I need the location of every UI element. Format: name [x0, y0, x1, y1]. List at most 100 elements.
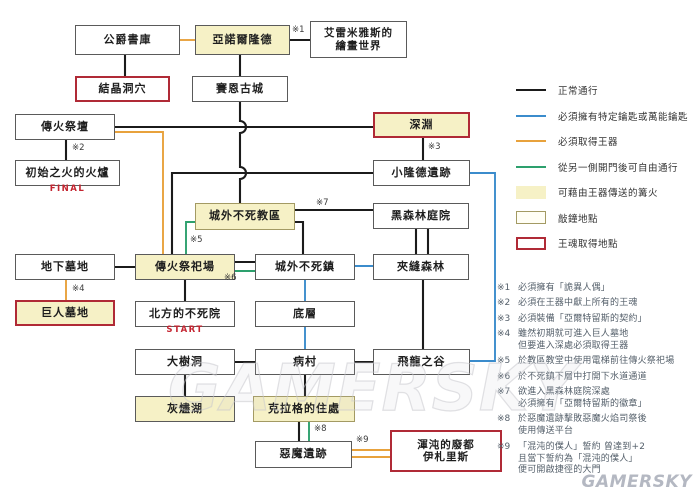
footnote-text: 於不死鎮下層中打開下水道通道 — [518, 371, 647, 382]
node-crystal-cave: 結晶洞穴 — [75, 76, 170, 102]
node-ash-lake: 灰燼湖 — [135, 396, 235, 422]
node-label: 病村 — [293, 354, 317, 368]
node-label: 底層 — [293, 306, 317, 320]
legend-label: 必須擁有特定鑰匙或萬能鑰匙 — [558, 111, 689, 123]
footnote-text: 必須裝備「亞爾特留斯的契約」 — [518, 313, 647, 324]
footnote-text: 雖然初期就可進入巨人墓地 但要進入深處必須取得王器 — [518, 329, 629, 351]
node-lost-izalith: 渾沌的廢都 伊札里斯 — [390, 430, 502, 472]
footnote-8: ※8 於惡魔遺跡擊敗惡魔火焰司祭後 使用傳送平台 — [497, 414, 699, 438]
node-label: 城外不死鎮 — [275, 259, 335, 273]
warp-fill-swatch — [516, 185, 546, 199]
node-label: 黑森林庭院 — [391, 208, 451, 222]
footnote-6: ※6 於不死鎮下層中打開下水道通道 — [497, 372, 699, 384]
node-label: 艾雷米雅斯的 繪畫世界 — [324, 27, 393, 52]
legend-label: 從另一側開門後可自由通行 — [558, 162, 679, 174]
legend-item-bell: 敲鐘地點 — [516, 210, 688, 226]
start-label: START — [166, 325, 204, 335]
node-undead-asylum: 北方的不死院 START — [135, 301, 235, 334]
node-label: 夾縫森林 — [397, 259, 445, 273]
node-label: 傳火祭祀場 — [155, 259, 215, 273]
node-lower-burg: 底層 — [255, 301, 355, 327]
node-label: 克拉格的住處 — [268, 401, 340, 415]
node-great-hollow: 大樹洞 — [135, 349, 235, 375]
legend-label: 必須取得王器 — [558, 137, 619, 148]
node-dukes-archives: 公爵書庫 — [75, 25, 180, 55]
footnote-3: ※3 必須裝備「亞爾特留斯的契約」 — [497, 314, 699, 326]
node-label: 小隆德遺跡 — [391, 165, 452, 179]
legend-label: 正常通行 — [558, 86, 599, 97]
node-painted-world: 艾雷米雅斯的 繪畫世界 — [310, 21, 407, 58]
legend-item-normal: 正常通行 — [516, 82, 688, 98]
footnote-5: ※5 於教區教堂中使用電梯前往傳火祭祀場 — [497, 356, 699, 368]
oneway-line-swatch — [516, 165, 546, 168]
node-anor-londo: 亞諾爾隆德 — [195, 25, 290, 55]
legend-label: 可藉由王器傳送的篝火 — [558, 188, 659, 199]
footnote-marker: ※8 — [497, 414, 511, 425]
footnote-text: 欲進入黑森林庭院深處 必須擁有「亞爾特留斯的徽章」 — [518, 387, 647, 409]
node-demon-ruins: 惡魔遺跡 — [255, 441, 352, 468]
node-label: 傳火祭壇 — [41, 119, 89, 133]
node-darkroot-garden: 黑森林庭院 — [373, 203, 469, 229]
node-label: 北方的不死院 — [149, 306, 221, 320]
node-label: 巨人墓地 — [41, 305, 89, 319]
node-firelink-altar: 傳火祭壇 — [15, 114, 115, 140]
footnote-marker: ※6 — [497, 371, 511, 382]
edge-marker-8: ※8 — [314, 424, 327, 434]
edge-sens-parish — [238, 102, 248, 203]
edge-marker-4: ※4 — [72, 284, 85, 294]
node-label: 賽恩古城 — [216, 81, 264, 95]
legend-item-warp-bonfire: 可藉由王器傳送的篝火 — [516, 184, 688, 200]
bell-box-swatch — [516, 211, 546, 224]
node-firelink-shrine: 傳火祭祀場 — [135, 254, 235, 280]
footnote-9: ※9 「混沌的僕人」誓約 曾達到+2 且當下誓約為「混沌的僕人」 便可開啟捷徑的… — [497, 442, 699, 478]
edge-marker-3: ※3 — [428, 142, 441, 152]
key-line-swatch — [516, 114, 546, 117]
node-valley-of-drakes: 飛龍之谷 — [373, 349, 470, 375]
legend-item-key: 必須擁有特定鑰匙或萬能鑰匙 — [516, 108, 688, 124]
edge-marker-9: ※9 — [356, 435, 369, 445]
legend-item-oneway-door: 從另一側開門後可自由通行 — [516, 159, 688, 175]
node-quelaag-domain: 克拉格的住處 — [253, 396, 355, 422]
node-label: 地下墓地 — [41, 259, 89, 273]
node-label: 深淵 — [409, 117, 434, 131]
footnote-text: 必須擁有「詭異人偶」 — [518, 283, 611, 293]
node-label: 渾沌的廢都 伊札里斯 — [417, 438, 475, 463]
footnote-7: ※7 欲進入黑森林庭院深處 必須擁有「亞爾特留斯的徽章」 — [497, 387, 699, 411]
node-new-londo: 小隆德遺跡 — [373, 160, 470, 186]
footnote-4: ※4 雖然初期就可進入巨人墓地 但要進入深處必須取得王器 — [497, 329, 699, 353]
node-label: 大樹洞 — [167, 354, 203, 368]
edge-parish-burg — [295, 220, 305, 254]
lordvessel-line-swatch — [516, 140, 546, 142]
node-undead-burg: 城外不死鎮 — [255, 254, 355, 280]
legend: 正常通行 必須擁有特定鑰匙或萬能鑰匙 必須取得王器 從另一側開門後可自由通行 可… — [516, 82, 688, 261]
edge-newlondo-shrine — [170, 171, 373, 254]
node-sens-fortress: 賽恩古城 — [192, 76, 288, 102]
legend-label: 敲鐘地點 — [558, 213, 599, 225]
footnote-text: 必須在王器中獻上所有的王魂 — [518, 298, 638, 309]
node-catacombs: 地下墓地 — [15, 254, 115, 280]
node-undead-parish: 城外不死教區 — [195, 203, 295, 230]
node-label: 灰燼湖 — [167, 401, 203, 415]
footnote-text: 於教區教堂中使用電梯前往傳火祭祀場 — [518, 356, 675, 367]
node-tomb-of-giants: 巨人墓地 — [15, 300, 115, 326]
node-label: 公爵書庫 — [103, 32, 152, 46]
edge-marker-1: ※1 — [292, 25, 305, 35]
node-label: 亞諾爾隆德 — [212, 32, 273, 46]
edge-marker-7: ※7 — [316, 198, 329, 208]
node-label: 飛龍之谷 — [397, 354, 446, 368]
node-darkroot-basin: 夾縫森林 — [373, 254, 469, 280]
edge-parish-shrine-green — [185, 221, 195, 254]
footnote-marker: ※9 — [497, 441, 511, 452]
node-label: 惡魔遺跡 — [279, 447, 328, 461]
node-abyss: 深淵 — [373, 112, 470, 138]
node-label: 城外不死教區 — [209, 209, 281, 223]
footnote-marker: ※1 — [497, 283, 511, 293]
footnote-marker: ※2 — [497, 298, 511, 309]
footnote-text: 「混沌的僕人」誓約 曾達到+2 且當下誓約為「混沌的僕人」 便可開啟捷徑的大門 — [518, 441, 646, 476]
edge-altar-shrine — [115, 131, 164, 254]
edge-marker-2: ※2 — [72, 143, 85, 153]
legend-item-lord-soul: 王魂取得地點 — [516, 235, 688, 251]
